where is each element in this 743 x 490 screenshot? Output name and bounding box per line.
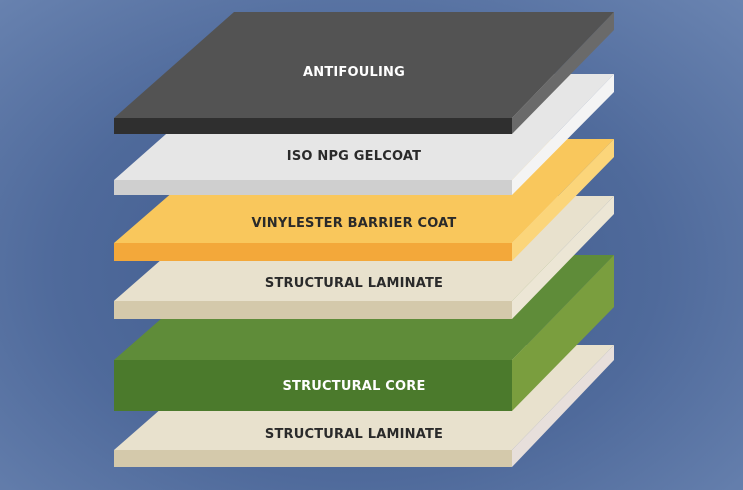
layer-antifouling: ANTIFOULING (114, 12, 614, 134)
layer-2-label: ISO NPG GELCOAT (287, 149, 421, 164)
layer-2-side-face (512, 74, 614, 195)
layer-6-front-face (114, 450, 512, 467)
layer-1-front-face (114, 118, 512, 134)
layer-5-front-face (114, 360, 512, 411)
layer-3-label: VINYLESTER BARRIER COAT (251, 216, 456, 231)
layer-1-side-face (512, 12, 614, 134)
layer-5-label: STRUCTURAL CORE (282, 379, 425, 394)
layer-1-top-face (114, 12, 614, 118)
layer-5-side-face (512, 255, 614, 411)
layer-6-label: STRUCTURAL LAMINATE (265, 427, 443, 442)
layer-3-front-face (114, 243, 512, 261)
layer-6-side-face (512, 345, 614, 467)
layer-2-front-face (114, 180, 512, 195)
layer-1-label: ANTIFOULING (303, 65, 405, 80)
layer-4-label: STRUCTURAL LAMINATE (265, 276, 443, 291)
layer-4-front-face (114, 301, 512, 319)
layer-3-side-face (512, 139, 614, 261)
layer-4-side-face (512, 196, 614, 319)
